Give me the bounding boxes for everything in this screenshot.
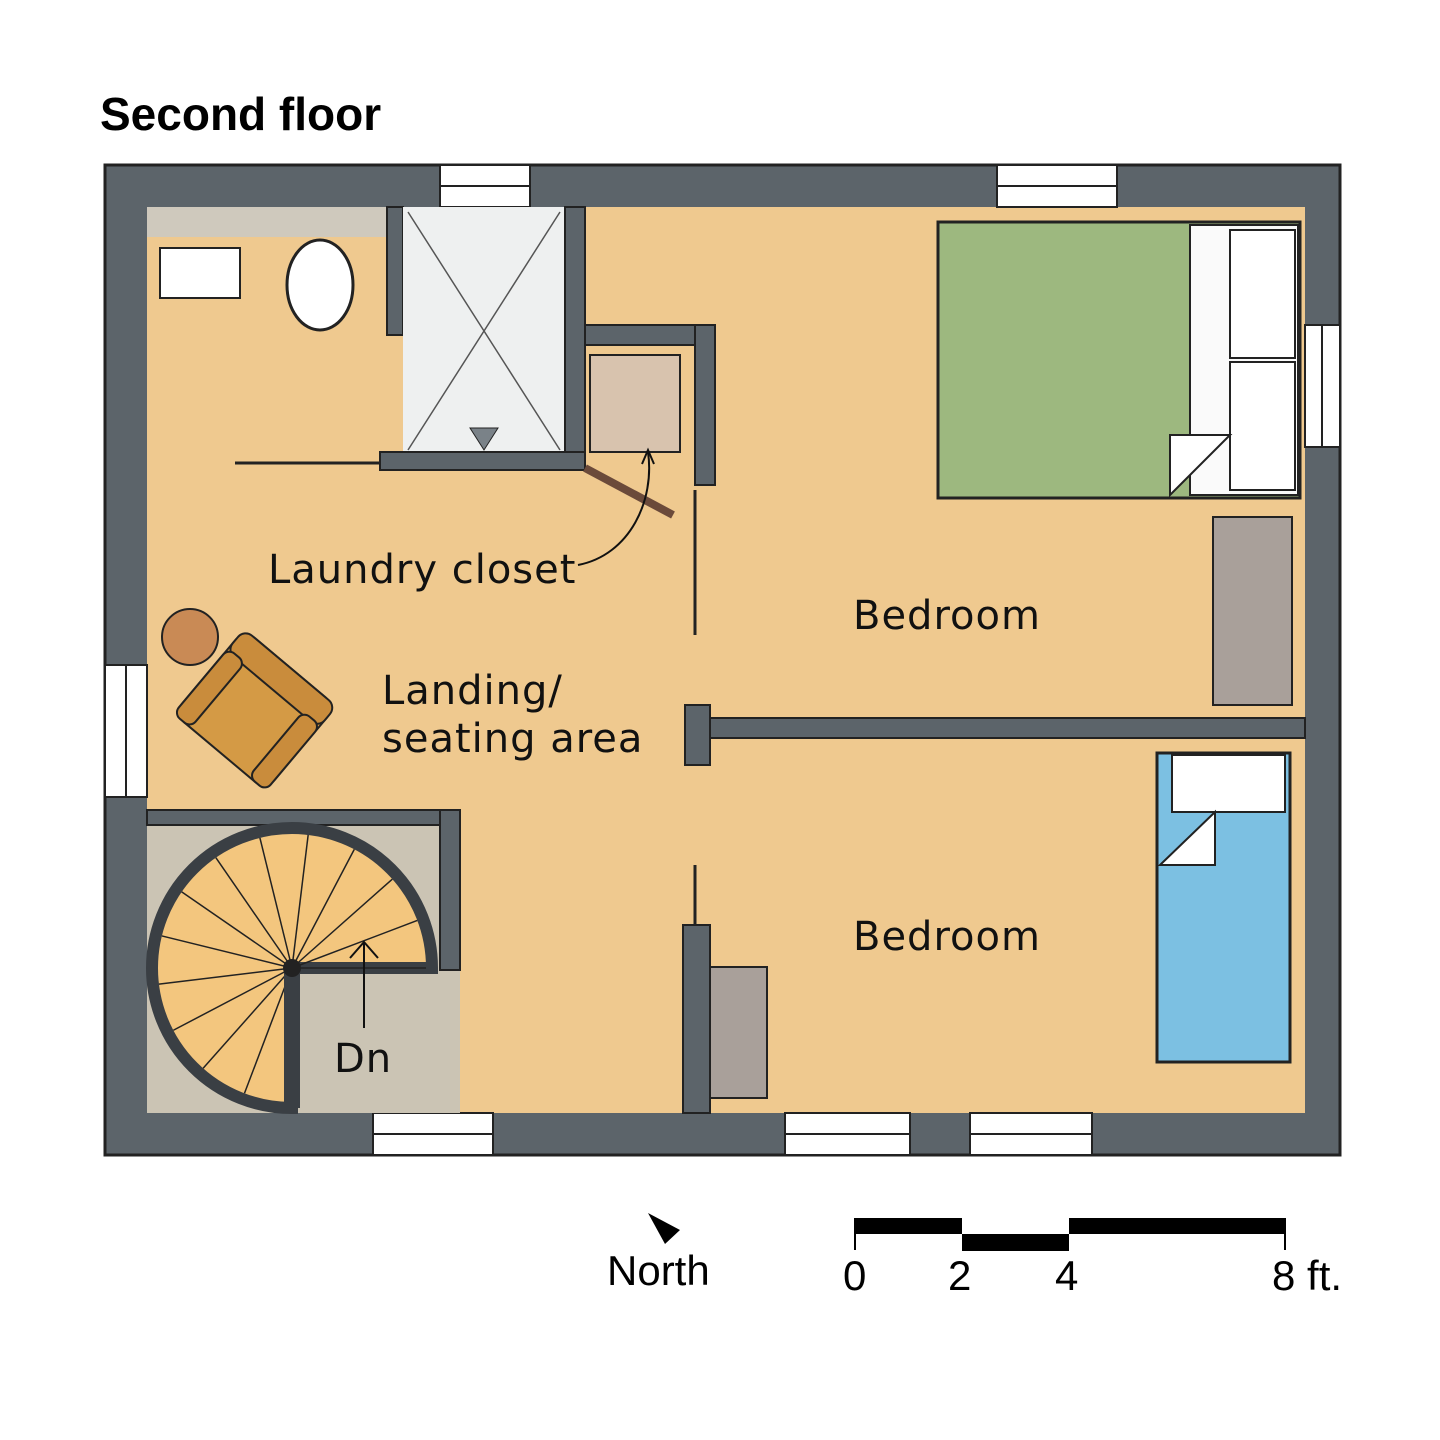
stair-tread — [291, 834, 309, 969]
bedroom-partition — [684, 717, 1306, 739]
stair-tread — [158, 967, 293, 985]
scale-tick-0: 0 — [843, 1252, 866, 1299]
bath-partition — [386, 206, 404, 336]
washer-dryer — [589, 354, 681, 453]
scale-bar — [854, 1218, 1286, 1251]
bath-counter — [147, 207, 387, 237]
bath-wall — [379, 451, 586, 471]
shower-wall — [564, 206, 586, 471]
stair-tread — [161, 935, 293, 969]
stair-tread — [173, 967, 293, 1031]
stair-tread — [259, 837, 293, 969]
stair-tread — [291, 878, 393, 969]
stair-tread — [202, 967, 293, 1069]
label-bedroom-south: Bedroom — [853, 914, 1041, 960]
shower-drain — [469, 427, 499, 451]
spiral-stair — [146, 822, 439, 1115]
label-landing: Landing/ — [382, 668, 563, 714]
laundry-leader-arrow — [577, 451, 651, 566]
label-laundry-closet: Laundry closet — [268, 547, 576, 593]
laundry-wall-right — [694, 324, 716, 486]
stair-tread — [291, 919, 418, 969]
plan-title: Second floor — [100, 88, 381, 140]
scale-tick-4: 4 — [1055, 1252, 1078, 1299]
sink — [159, 247, 241, 299]
label-bedroom-north: Bedroom — [853, 593, 1041, 639]
stair-tread — [181, 891, 293, 969]
armchair — [175, 632, 334, 789]
stair-tread — [215, 857, 293, 969]
toilet — [285, 238, 355, 332]
north-arrow-icon — [648, 1213, 680, 1244]
stair-tread — [291, 849, 355, 969]
north-label: North — [607, 1247, 710, 1294]
dresser-south — [709, 966, 768, 1099]
laundry-door — [583, 464, 675, 519]
scale-tick-2: 2 — [948, 1252, 971, 1299]
label-seating-area: seating area — [382, 716, 643, 762]
label-stairs-down: Dn — [334, 1036, 392, 1082]
dresser-north — [1212, 516, 1293, 706]
scale-tick-8: 8 ft. — [1272, 1252, 1342, 1299]
bedroom-wall-south — [682, 924, 711, 1114]
side-table — [161, 608, 219, 666]
